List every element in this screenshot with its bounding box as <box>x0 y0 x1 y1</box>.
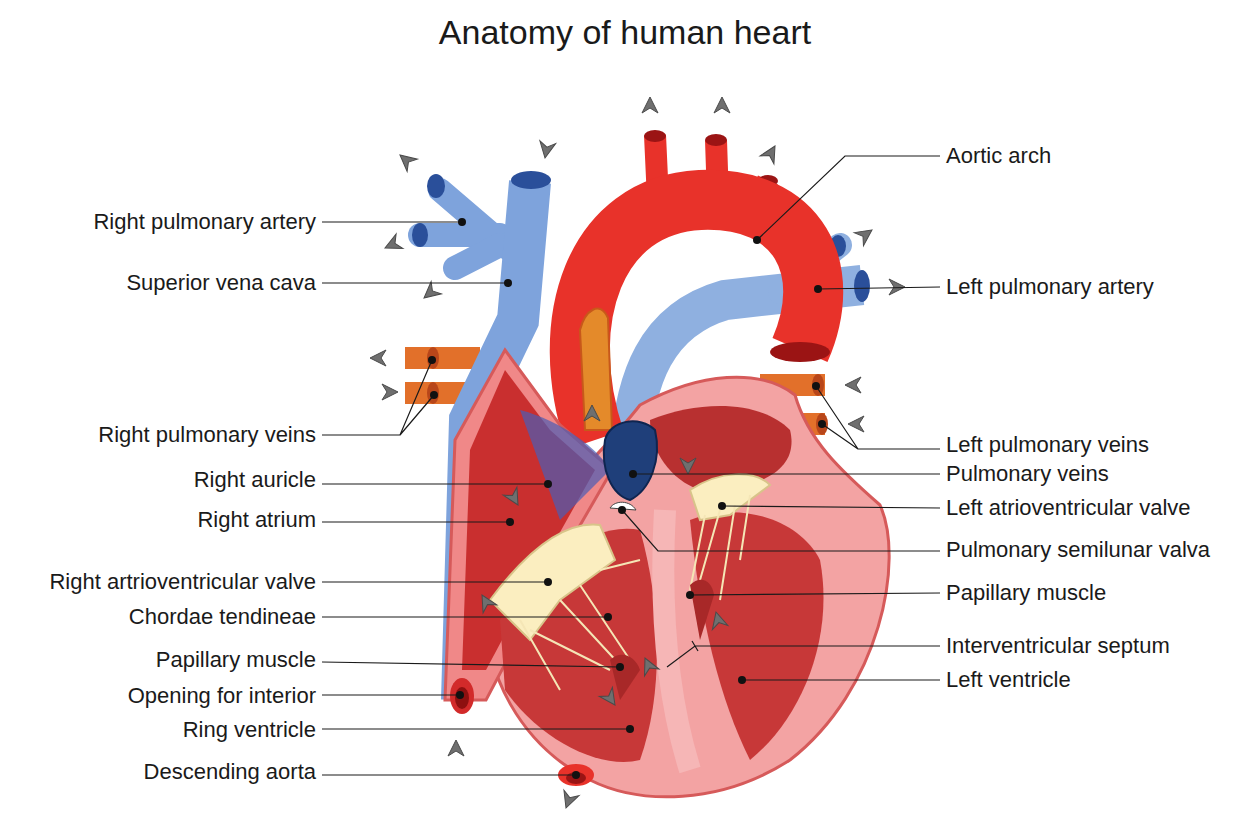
part-label: Right artrioventricular valve <box>49 569 316 594</box>
part-label: Left ventricle <box>946 667 1071 692</box>
part-label: Pulmonary semilunar valva <box>946 537 1210 562</box>
part-label: Pulmonary veins <box>946 461 1109 486</box>
part-label: Opening for interior <box>128 683 316 708</box>
part-label: Left atrioventricular valve <box>946 495 1191 520</box>
diagram-title: Anatomy of human heart <box>439 13 811 52</box>
part-label: Aortic arch <box>946 143 1051 168</box>
part-label: Descending aorta <box>144 759 316 784</box>
part-label: Superior vena cava <box>126 270 316 295</box>
part-label: Papillary muscle <box>156 647 316 672</box>
part-label: Left pulmonary artery <box>946 274 1154 299</box>
part-label: Interventricular septum <box>946 633 1170 658</box>
part-label: Right atrium <box>197 507 316 532</box>
part-label: Chordae tendineae <box>129 604 316 629</box>
part-label: Ring ventricle <box>183 717 316 742</box>
part-label: Papillary muscle <box>946 580 1106 605</box>
part-label: Left pulmonary veins <box>946 432 1149 457</box>
part-label: Right auricle <box>194 467 316 492</box>
part-label: Right pulmonary veins <box>98 422 316 447</box>
part-label: Right pulmonary artery <box>93 209 316 234</box>
